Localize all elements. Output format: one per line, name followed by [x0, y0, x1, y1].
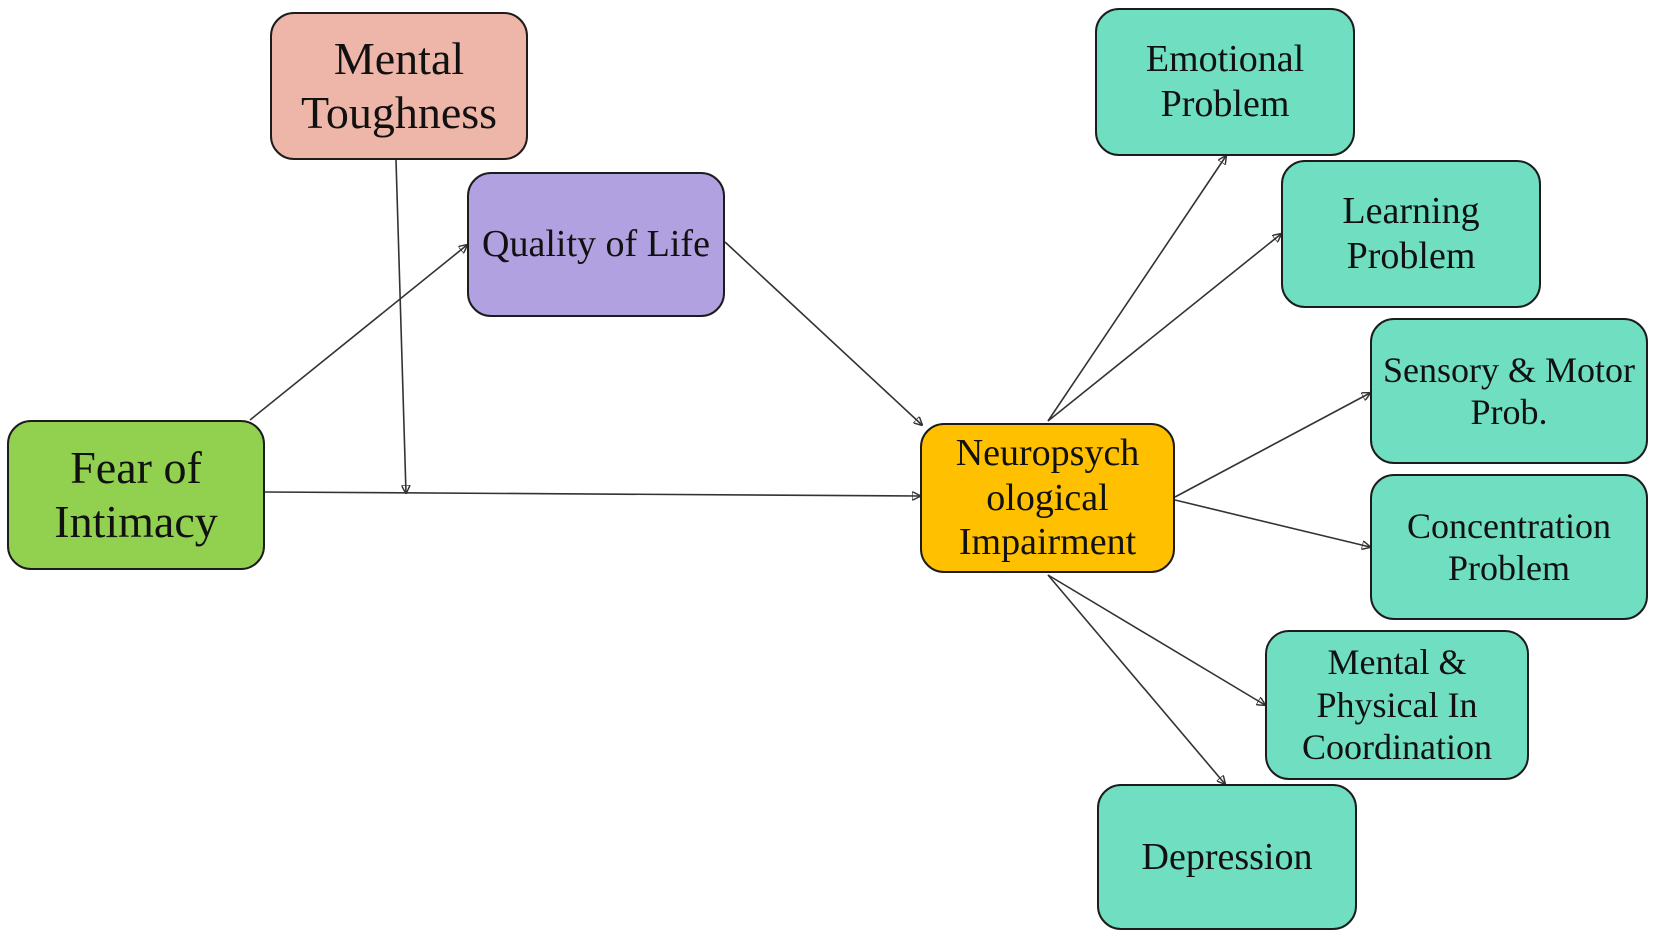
node-emotional-problem-label: Emotional Problem — [1145, 38, 1305, 125]
edge-toughness-moderation — [395, 159, 406, 493]
node-sensory-motor-problem-label: Sensory & Motor Prob. — [1383, 349, 1635, 432]
node-mental-toughness: Mental Toughness — [270, 12, 528, 160]
edge-neuro-to-depression — [1047, 574, 1225, 784]
node-emotional-problem: Emotional Problem — [1095, 8, 1355, 156]
node-quality-of-life-label: Quality of Life — [482, 223, 710, 266]
node-concentration-problem-label: Concentration Problem — [1407, 505, 1611, 588]
edge-neuro-to-sensory — [1174, 393, 1370, 498]
edge-fear-to-neuro — [264, 491, 920, 496]
edge-neuro-to-concentration — [1174, 499, 1370, 547]
node-learning-problem: Learning Problem — [1281, 160, 1541, 308]
node-mental-physical-incoordination-label: Mental & Physical In Coordination — [1302, 642, 1492, 768]
node-mental-toughness-label: Mental Toughness — [300, 32, 498, 138]
edge-neuro-to-learning — [1047, 234, 1281, 422]
node-quality-of-life: Quality of Life — [467, 172, 725, 317]
node-neuropsychological-impairment-label: Neuropsych ological Impairment — [955, 431, 1140, 564]
edge-neuro-to-mental-physical — [1047, 574, 1265, 705]
node-depression: Depression — [1097, 784, 1357, 930]
node-learning-problem-label: Learning Problem — [1342, 190, 1480, 277]
edge-fear-to-quality — [249, 245, 467, 421]
node-concentration-problem: Concentration Problem — [1370, 474, 1648, 620]
edge-neuro-to-emotional — [1047, 156, 1226, 422]
node-fear-of-intimacy-label: Fear of Intimacy — [54, 441, 218, 547]
edge-quality-to-neuro — [724, 241, 922, 425]
node-sensory-motor-problem: Sensory & Motor Prob. — [1370, 318, 1648, 464]
node-fear-of-intimacy: Fear of Intimacy — [7, 420, 265, 570]
node-neuropsychological-impairment: Neuropsych ological Impairment — [920, 423, 1175, 573]
node-mental-physical-incoordination: Mental & Physical In Coordination — [1265, 630, 1529, 780]
node-depression-label: Depression — [1141, 835, 1313, 878]
